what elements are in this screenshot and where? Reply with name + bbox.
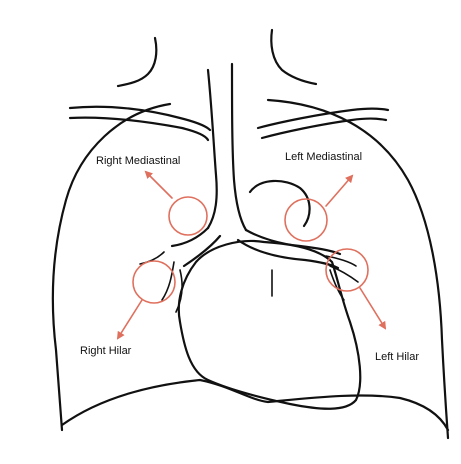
diaphragm	[62, 380, 448, 430]
right-lung-outline	[53, 104, 170, 430]
neck-left-line	[118, 38, 156, 86]
right-hilar-label: Right Hilar	[80, 346, 131, 357]
right-hilar-circle	[133, 261, 175, 303]
left-hilar-label: Left Hilar	[375, 352, 419, 363]
trachea-left-wall	[208, 70, 217, 228]
right-hilar-arrow	[118, 300, 142, 338]
left-mediastinal-arrow	[326, 176, 352, 206]
left-hilar-circle	[326, 249, 368, 291]
left-hilar-arrow	[360, 288, 385, 328]
left-mediastinal-circle	[285, 199, 327, 241]
right-mediastinal-arrow	[146, 172, 172, 198]
left-main-bronchus	[238, 230, 340, 268]
heart-outline	[179, 241, 360, 409]
right-mediastinal-label: Right Mediastinal	[96, 156, 180, 167]
neck-right-line	[271, 30, 316, 84]
aortic-knob	[250, 181, 310, 226]
left-mediastinal-label: Left Mediastinal	[285, 152, 362, 163]
trachea-right-wall	[232, 64, 246, 230]
right-mediastinal-circle	[169, 197, 207, 235]
